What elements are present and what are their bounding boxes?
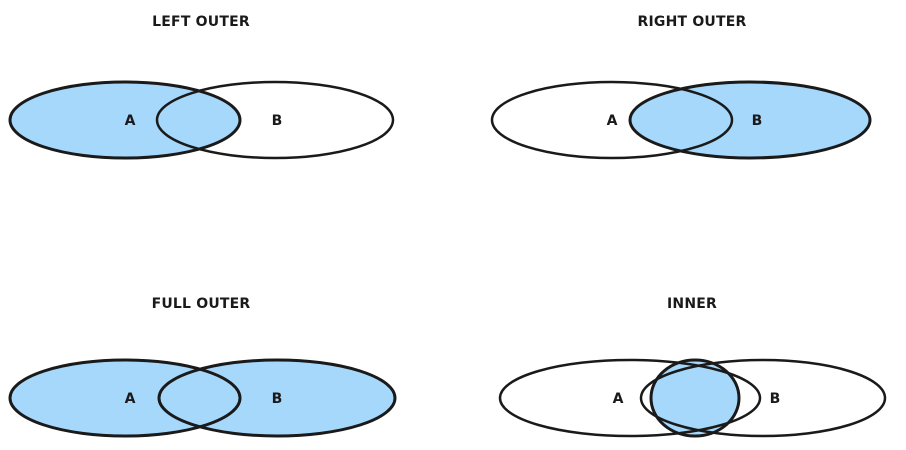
set-b-outline — [155, 80, 395, 160]
set-b-fill — [630, 82, 870, 158]
diagram-title-inner: INNER — [667, 296, 717, 312]
set-b-label: B — [752, 113, 763, 129]
set-a-label: A — [613, 391, 624, 407]
set-b-outline — [628, 80, 872, 160]
set-a-outline — [490, 80, 734, 160]
set-b-label: B — [272, 113, 283, 129]
set-a-outline — [8, 80, 242, 160]
set-b-outline — [639, 358, 887, 438]
set-a-label: A — [125, 391, 136, 407]
venn-full-outer: A B — [8, 358, 397, 438]
set-a-outline — [8, 358, 242, 438]
set-a-label: A — [125, 113, 136, 129]
set-a-label: A — [607, 113, 618, 129]
set-b-label: B — [770, 391, 781, 407]
set-a-outline — [498, 358, 762, 438]
set-b-label: B — [272, 391, 283, 407]
diagram-title-right-outer: RIGHT OUTER — [637, 14, 747, 30]
venn-left-outer: A B — [8, 80, 395, 160]
set-b-fill — [159, 360, 395, 436]
venn-inner: A B — [498, 358, 887, 438]
intersection-fill — [651, 360, 739, 436]
venn-right-outer: A B — [490, 80, 872, 160]
set-b-outline — [157, 358, 397, 438]
diagram-title-full-outer: FULL OUTER — [151, 296, 251, 312]
diagram-title-left-outer: LEFT OUTER — [152, 14, 250, 30]
intersection-outline — [649, 358, 741, 438]
set-a-fill — [10, 82, 240, 158]
